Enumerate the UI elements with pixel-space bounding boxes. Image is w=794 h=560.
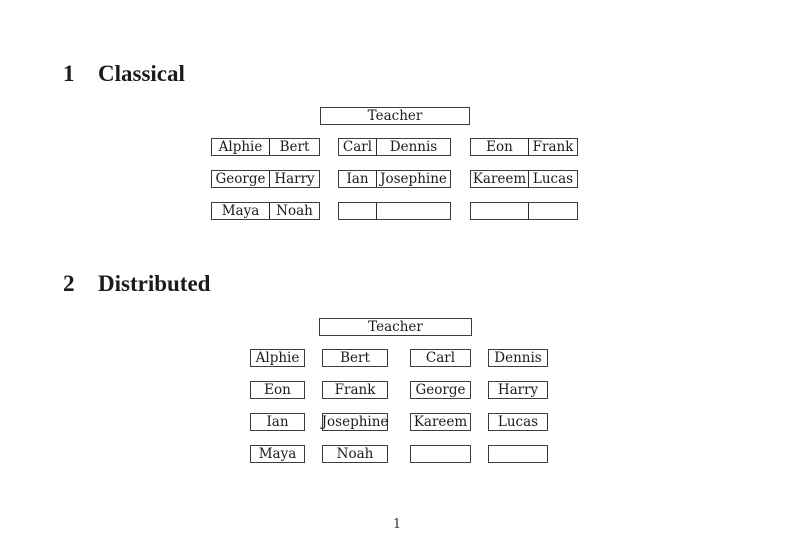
desk: Carl Dennis	[338, 138, 451, 156]
seat-box: Dennis	[488, 349, 548, 367]
page-number: 1	[392, 517, 402, 532]
desk-seat: Ian	[339, 171, 377, 187]
seat-box: Frank	[322, 381, 388, 399]
seat-box: Ian	[250, 413, 305, 431]
section-heading-distributed: 2 Distributed	[63, 272, 210, 295]
desk: Maya Noah	[211, 202, 320, 220]
desk: Kareem Lucas	[470, 170, 578, 188]
desk-seat: Kareem	[471, 171, 529, 187]
desk: Alphie Bert	[211, 138, 320, 156]
section-title: Distributed	[98, 271, 211, 296]
section-heading-classical: 1 Classical	[63, 62, 185, 85]
seat-box: George	[410, 381, 471, 399]
desk-seat-empty	[339, 203, 377, 219]
desk: Ian Josephine	[338, 170, 451, 188]
seat-box: Noah	[322, 445, 388, 463]
seat-box: Josephine	[321, 413, 389, 431]
seat-box: Kareem	[410, 413, 471, 431]
seat-box: Carl	[410, 349, 471, 367]
desk: Eon Frank	[470, 138, 578, 156]
teacher-box-distributed: Teacher	[319, 318, 472, 336]
desk-seat: Harry	[274, 171, 315, 187]
desk-seat-empty	[377, 203, 450, 219]
desk-empty	[470, 202, 578, 220]
desk-seat: Alphie	[212, 139, 270, 155]
desk-seat: Maya	[212, 203, 270, 219]
seat-box: Harry	[488, 381, 548, 399]
desk-seat: Noah	[276, 203, 313, 219]
section-title: Classical	[98, 61, 185, 86]
desk-empty	[338, 202, 451, 220]
section-number: 1	[63, 61, 75, 86]
teacher-box-classical: Teacher	[320, 107, 470, 125]
desk-seat: Eon	[471, 139, 529, 155]
desk: George Harry	[211, 170, 320, 188]
seat-box: Eon	[250, 381, 305, 399]
seat-box: Bert	[322, 349, 388, 367]
desk-seat: Frank	[532, 139, 574, 155]
desk-seat: Lucas	[532, 171, 574, 187]
desk-seat: George	[212, 171, 270, 187]
seat-box-empty	[488, 445, 548, 463]
section-number: 2	[63, 271, 75, 296]
seat-box: Maya	[250, 445, 305, 463]
desk-seat: Bert	[279, 139, 310, 155]
desk-seat: Josephine	[380, 171, 447, 187]
seat-box-empty	[410, 445, 471, 463]
desk-seat: Carl	[339, 139, 377, 155]
seat-box: Alphie	[250, 349, 305, 367]
desk-seat-empty	[471, 203, 529, 219]
desk-seat: Dennis	[389, 139, 438, 155]
desk-seat-empty	[529, 203, 577, 219]
seat-box: Lucas	[488, 413, 548, 431]
